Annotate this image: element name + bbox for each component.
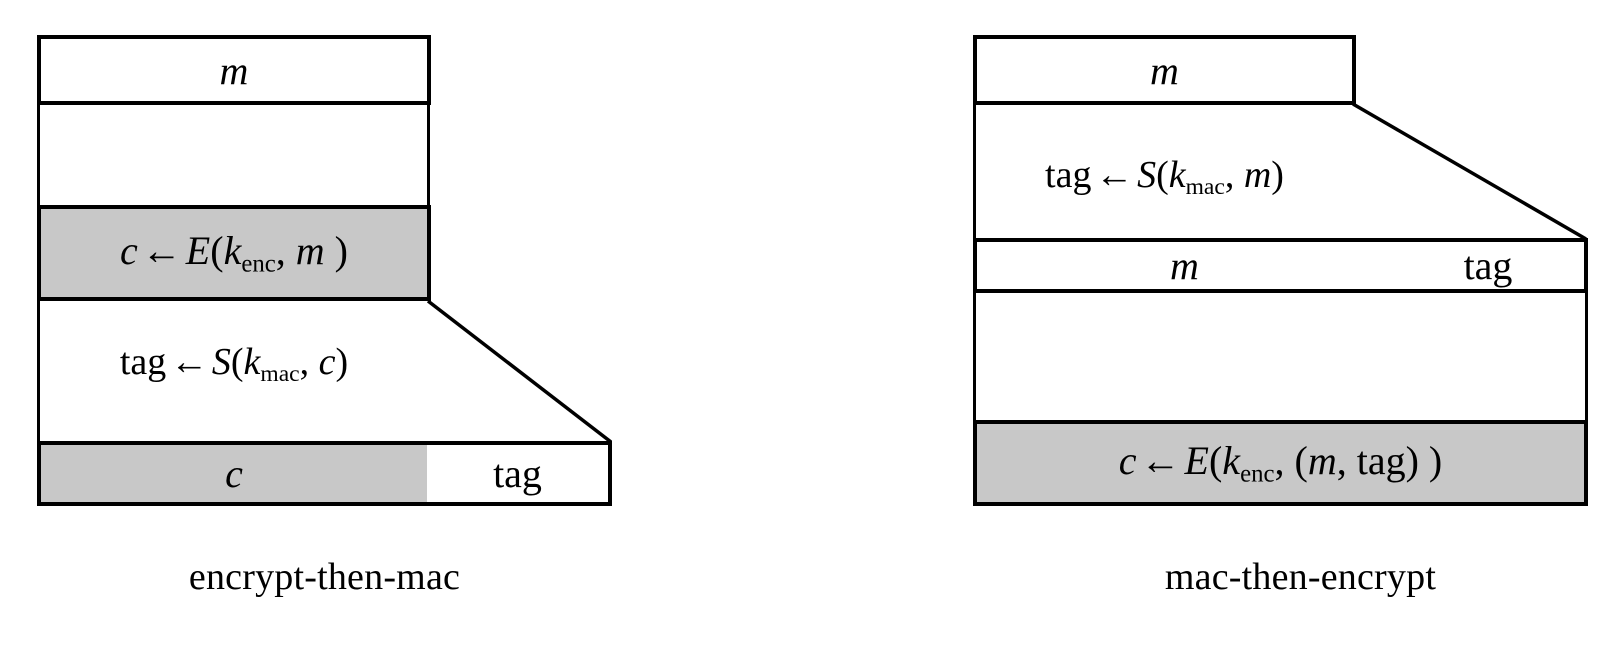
- left-enc-arg: m: [295, 228, 325, 274]
- left-mac-paren-close: ): [335, 341, 349, 383]
- left-enc-key-sub: enc: [241, 250, 276, 278]
- left-enc-fn: E: [185, 228, 211, 274]
- left-top-block-m: m: [37, 35, 431, 105]
- right-enc-arg-b: tag: [1356, 438, 1406, 484]
- right-enc-paren-open: (: [1208, 438, 1223, 484]
- right-diagram-caption: mac-then-encrypt: [1164, 556, 1437, 598]
- left-enc-comma: ,: [275, 228, 296, 274]
- right-encrypt-block-formula: c←E(kenc, (m, tag) ): [1119, 437, 1442, 488]
- left-diagram-caption: encrypt-then-mac: [188, 556, 461, 598]
- right-enc-comma: ,: [1274, 438, 1295, 484]
- left-mac-key-sub: mac: [260, 361, 300, 388]
- right-enc-arrow-icon: ←: [1140, 438, 1181, 484]
- right-enc-lhs: c: [1118, 438, 1137, 484]
- right-mac-lhs: tag: [1045, 154, 1092, 196]
- right-middle-cell-tag: tag: [1392, 238, 1588, 293]
- right-middle-cell-m: m: [973, 238, 1396, 293]
- right-mac-arg: m: [1243, 154, 1272, 196]
- right-mac-key: k: [1168, 154, 1186, 196]
- left-enc-paren-close: ): [324, 228, 348, 274]
- left-enc-arrow-icon: ←: [141, 228, 182, 274]
- left-mac-arg: c: [318, 341, 336, 383]
- left-enc-lhs: c: [120, 228, 138, 274]
- left-mac-key: k: [243, 341, 261, 383]
- right-enc-arg-open: (: [1294, 438, 1308, 484]
- right-middle-cell-m-label: m: [1170, 243, 1199, 288]
- left-output-cell-tag-label: tag: [493, 451, 542, 496]
- right-enc-arg-close: ): [1405, 438, 1419, 484]
- right-top-block-label: m: [1150, 47, 1179, 93]
- left-top-block-label: m: [219, 47, 249, 93]
- right-mac-comma: ,: [1224, 154, 1244, 196]
- left-mac-arrow-icon: ←: [170, 341, 209, 383]
- right-enc-paren-close: ): [1418, 438, 1443, 484]
- right-mac-fn: S: [1137, 154, 1157, 196]
- right-diagram-lower-right-rail: [1585, 290, 1588, 423]
- right-mac-arrow-icon: ←: [1095, 154, 1134, 196]
- right-enc-fn: E: [1184, 438, 1209, 484]
- right-mac-formula: tag←S(kmac, m): [973, 153, 1356, 201]
- left-output-cell-c-label: c: [225, 451, 243, 496]
- right-middle-cell-tag-label: tag: [1463, 243, 1513, 288]
- right-top-block-m: m: [973, 35, 1356, 105]
- left-output-cell-tag: tag: [427, 441, 612, 506]
- right-mac-key-sub: mac: [1185, 174, 1225, 201]
- right-enc-key: k: [1222, 438, 1241, 484]
- left-diagram-upper-right-rail: [427, 101, 430, 209]
- left-enc-key: k: [223, 228, 242, 274]
- left-mac-lhs: tag: [119, 341, 167, 383]
- left-encrypt-block-formula: c←E(kenc, m ): [120, 227, 348, 278]
- right-enc-arg-a: m: [1307, 438, 1337, 484]
- right-encrypt-block: c←E(kenc, (m, tag) ): [973, 420, 1588, 506]
- right-enc-key-sub: enc: [1240, 460, 1275, 488]
- left-enc-paren-open: (: [210, 228, 224, 274]
- left-output-cell-c: c: [37, 441, 431, 506]
- left-mac-fn: S: [211, 341, 231, 383]
- right-mac-paren-close: ): [1271, 154, 1284, 196]
- left-encrypt-block: c←E(kenc, m ): [37, 205, 431, 301]
- left-mac-formula: tag←S(kmac, c): [37, 340, 431, 388]
- left-mac-paren-open: (: [230, 341, 244, 383]
- right-mac-paren-open: (: [1156, 154, 1169, 196]
- left-mac-comma: ,: [299, 341, 319, 383]
- right-enc-arg-comma: ,: [1336, 438, 1357, 484]
